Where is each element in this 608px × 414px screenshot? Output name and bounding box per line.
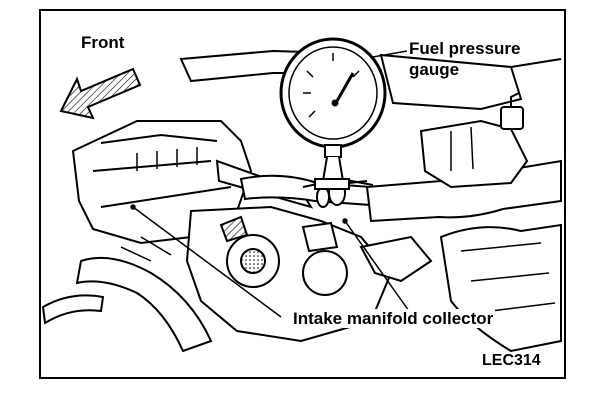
intake-manifold-collector-label: Intake manifold collector <box>291 309 496 328</box>
fuel-pressure-gauge-label-line1: Fuel pressure <box>409 39 521 58</box>
engine-bay-illustration <box>41 37 562 353</box>
diagram-frame: Front Fuel pressure gauge Intake manifol… <box>39 9 566 379</box>
front-label: Front <box>81 33 125 52</box>
leader-lines <box>130 50 410 318</box>
front-arrow <box>59 67 142 120</box>
fuel-pressure-gauge-label-line2: gauge <box>409 60 460 79</box>
figure-code: LEC314 <box>482 352 541 369</box>
fuel-pressure-gauge <box>279 37 387 190</box>
bulkhead-panel <box>179 49 562 111</box>
intake-collector-body <box>120 205 433 343</box>
